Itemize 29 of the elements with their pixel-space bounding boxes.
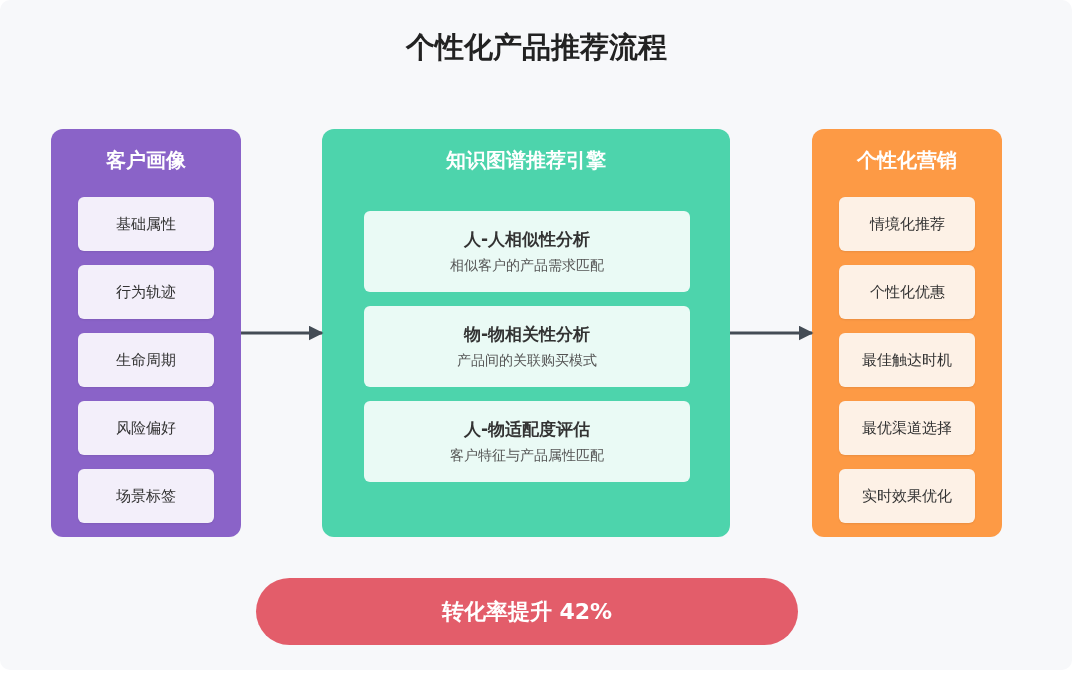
card-heading: 物-物相关性分析 <box>463 323 591 346</box>
panel <box>812 129 1002 537</box>
analysis-card <box>364 211 690 292</box>
item-box: 基础属性 <box>78 197 214 251</box>
arrow <box>730 325 814 341</box>
item-box: 最佳触达时机 <box>839 333 975 387</box>
item-box: 行为轨迹 <box>78 265 214 319</box>
item-box: 最优渠道选择 <box>839 401 975 455</box>
item-box: 个性化优惠 <box>839 265 975 319</box>
result-banner: 转化率提升 42% <box>256 578 798 645</box>
card-heading: 人-人相似性分析 <box>463 228 591 251</box>
item-box: 情境化推荐 <box>839 197 975 251</box>
item-box: 生命周期 <box>78 333 214 387</box>
panel-heading: 知识图谱推荐引擎 <box>445 147 607 174</box>
analysis-card <box>364 401 690 482</box>
arrow <box>241 325 324 341</box>
card-description: 产品间的关联购买模式 <box>457 352 597 370</box>
panel-heading: 个性化营销 <box>856 147 958 174</box>
item-box: 风险偏好 <box>78 401 214 455</box>
item-box: 实时效果优化 <box>839 469 975 523</box>
card-description: 相似客户的产品需求匹配 <box>450 257 604 275</box>
card-description: 客户特征与产品属性匹配 <box>450 447 604 465</box>
title: 个性化产品推荐流程 <box>404 29 668 66</box>
panel <box>51 129 241 537</box>
panel <box>322 129 730 537</box>
panel-heading: 客户画像 <box>105 147 187 174</box>
card-heading: 人-物适配度评估 <box>463 418 591 441</box>
analysis-card <box>364 306 690 387</box>
item-box: 场景标签 <box>78 469 214 523</box>
